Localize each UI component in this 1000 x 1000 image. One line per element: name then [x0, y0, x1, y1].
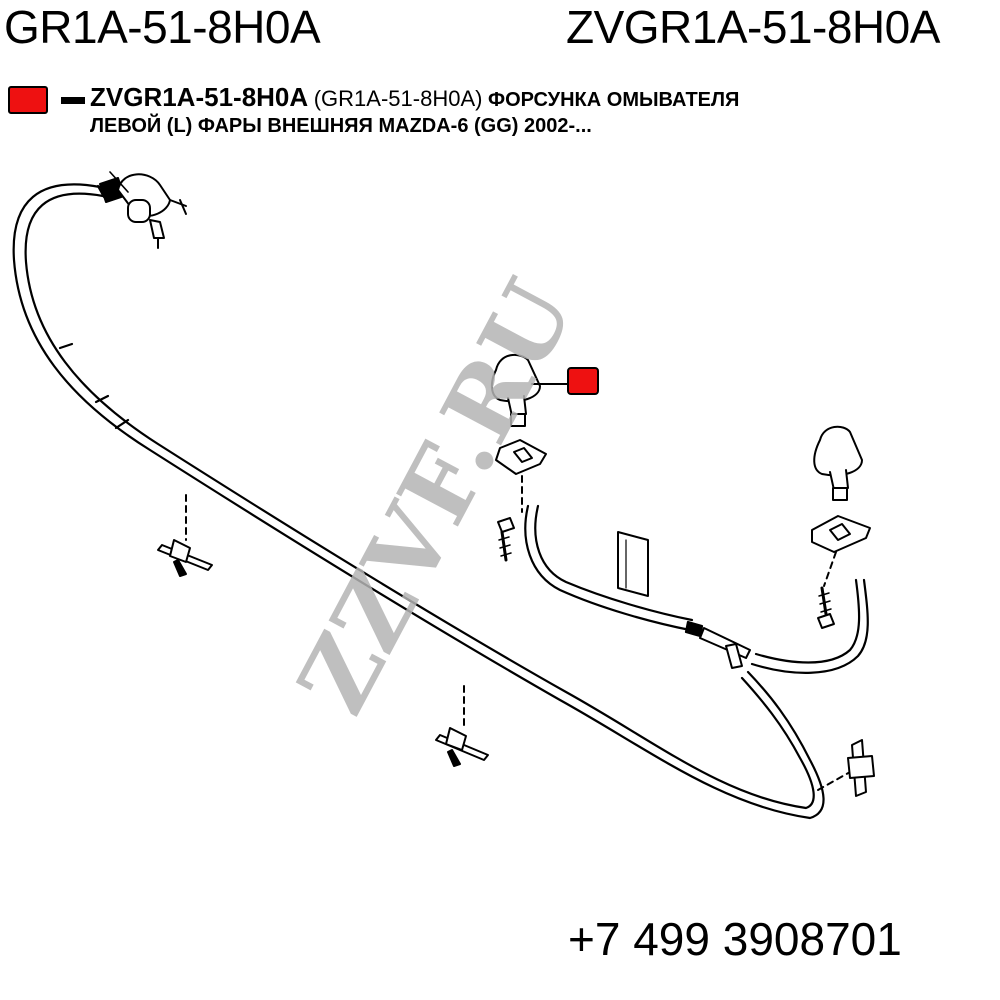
screw-right — [817, 586, 835, 629]
pump-joint — [99, 171, 187, 249]
nozzle-bracket-left — [495, 439, 547, 513]
legend-dash — [61, 97, 85, 104]
t-connector — [699, 627, 751, 669]
header-left-code: GR1A-51-8H0A — [4, 1, 321, 53]
washer-hose-diagram: ZZVF.RU — [12, 171, 875, 820]
caption-description-line2: ЛЕВОЙ (L) ФАРЫ ВНЕШНЯЯ MAZDA-6 (GG) 2002… — [90, 115, 592, 137]
contact-phone: +7 499 3908701 — [568, 913, 902, 965]
branch-hose-right — [750, 578, 869, 674]
red-square-marker-icon — [8, 86, 48, 114]
hose-clip-left — [157, 494, 213, 577]
header-right-code: ZVGR1A-51-8H0A — [566, 1, 940, 53]
hose-clip-right — [817, 739, 875, 797]
main-hose — [12, 183, 825, 820]
washer-nozzle-left — [490, 353, 571, 427]
washer-nozzle-right — [813, 425, 863, 501]
nozzle-bracket-right — [811, 515, 871, 587]
caption-oem-code: (GR1A-51-8H0A) — [313, 86, 483, 111]
screw-left — [497, 517, 515, 562]
watermark-text: ZZVF.RU — [276, 263, 596, 731]
caption-description-line1: ФОРСУНКА ОМЫВАТЕЛЯ — [488, 89, 740, 111]
red-square-marker-icon — [567, 367, 599, 395]
branch-hose-left — [524, 504, 704, 638]
caption-part-code: ZVGR1A-51-8H0A — [90, 82, 309, 112]
caption-text: ZVGR1A-51-8H0A (GR1A-51-8H0A) ФОРСУНКА О… — [90, 84, 990, 139]
hose-clip-center — [435, 685, 489, 767]
mounting-plate — [617, 531, 649, 597]
